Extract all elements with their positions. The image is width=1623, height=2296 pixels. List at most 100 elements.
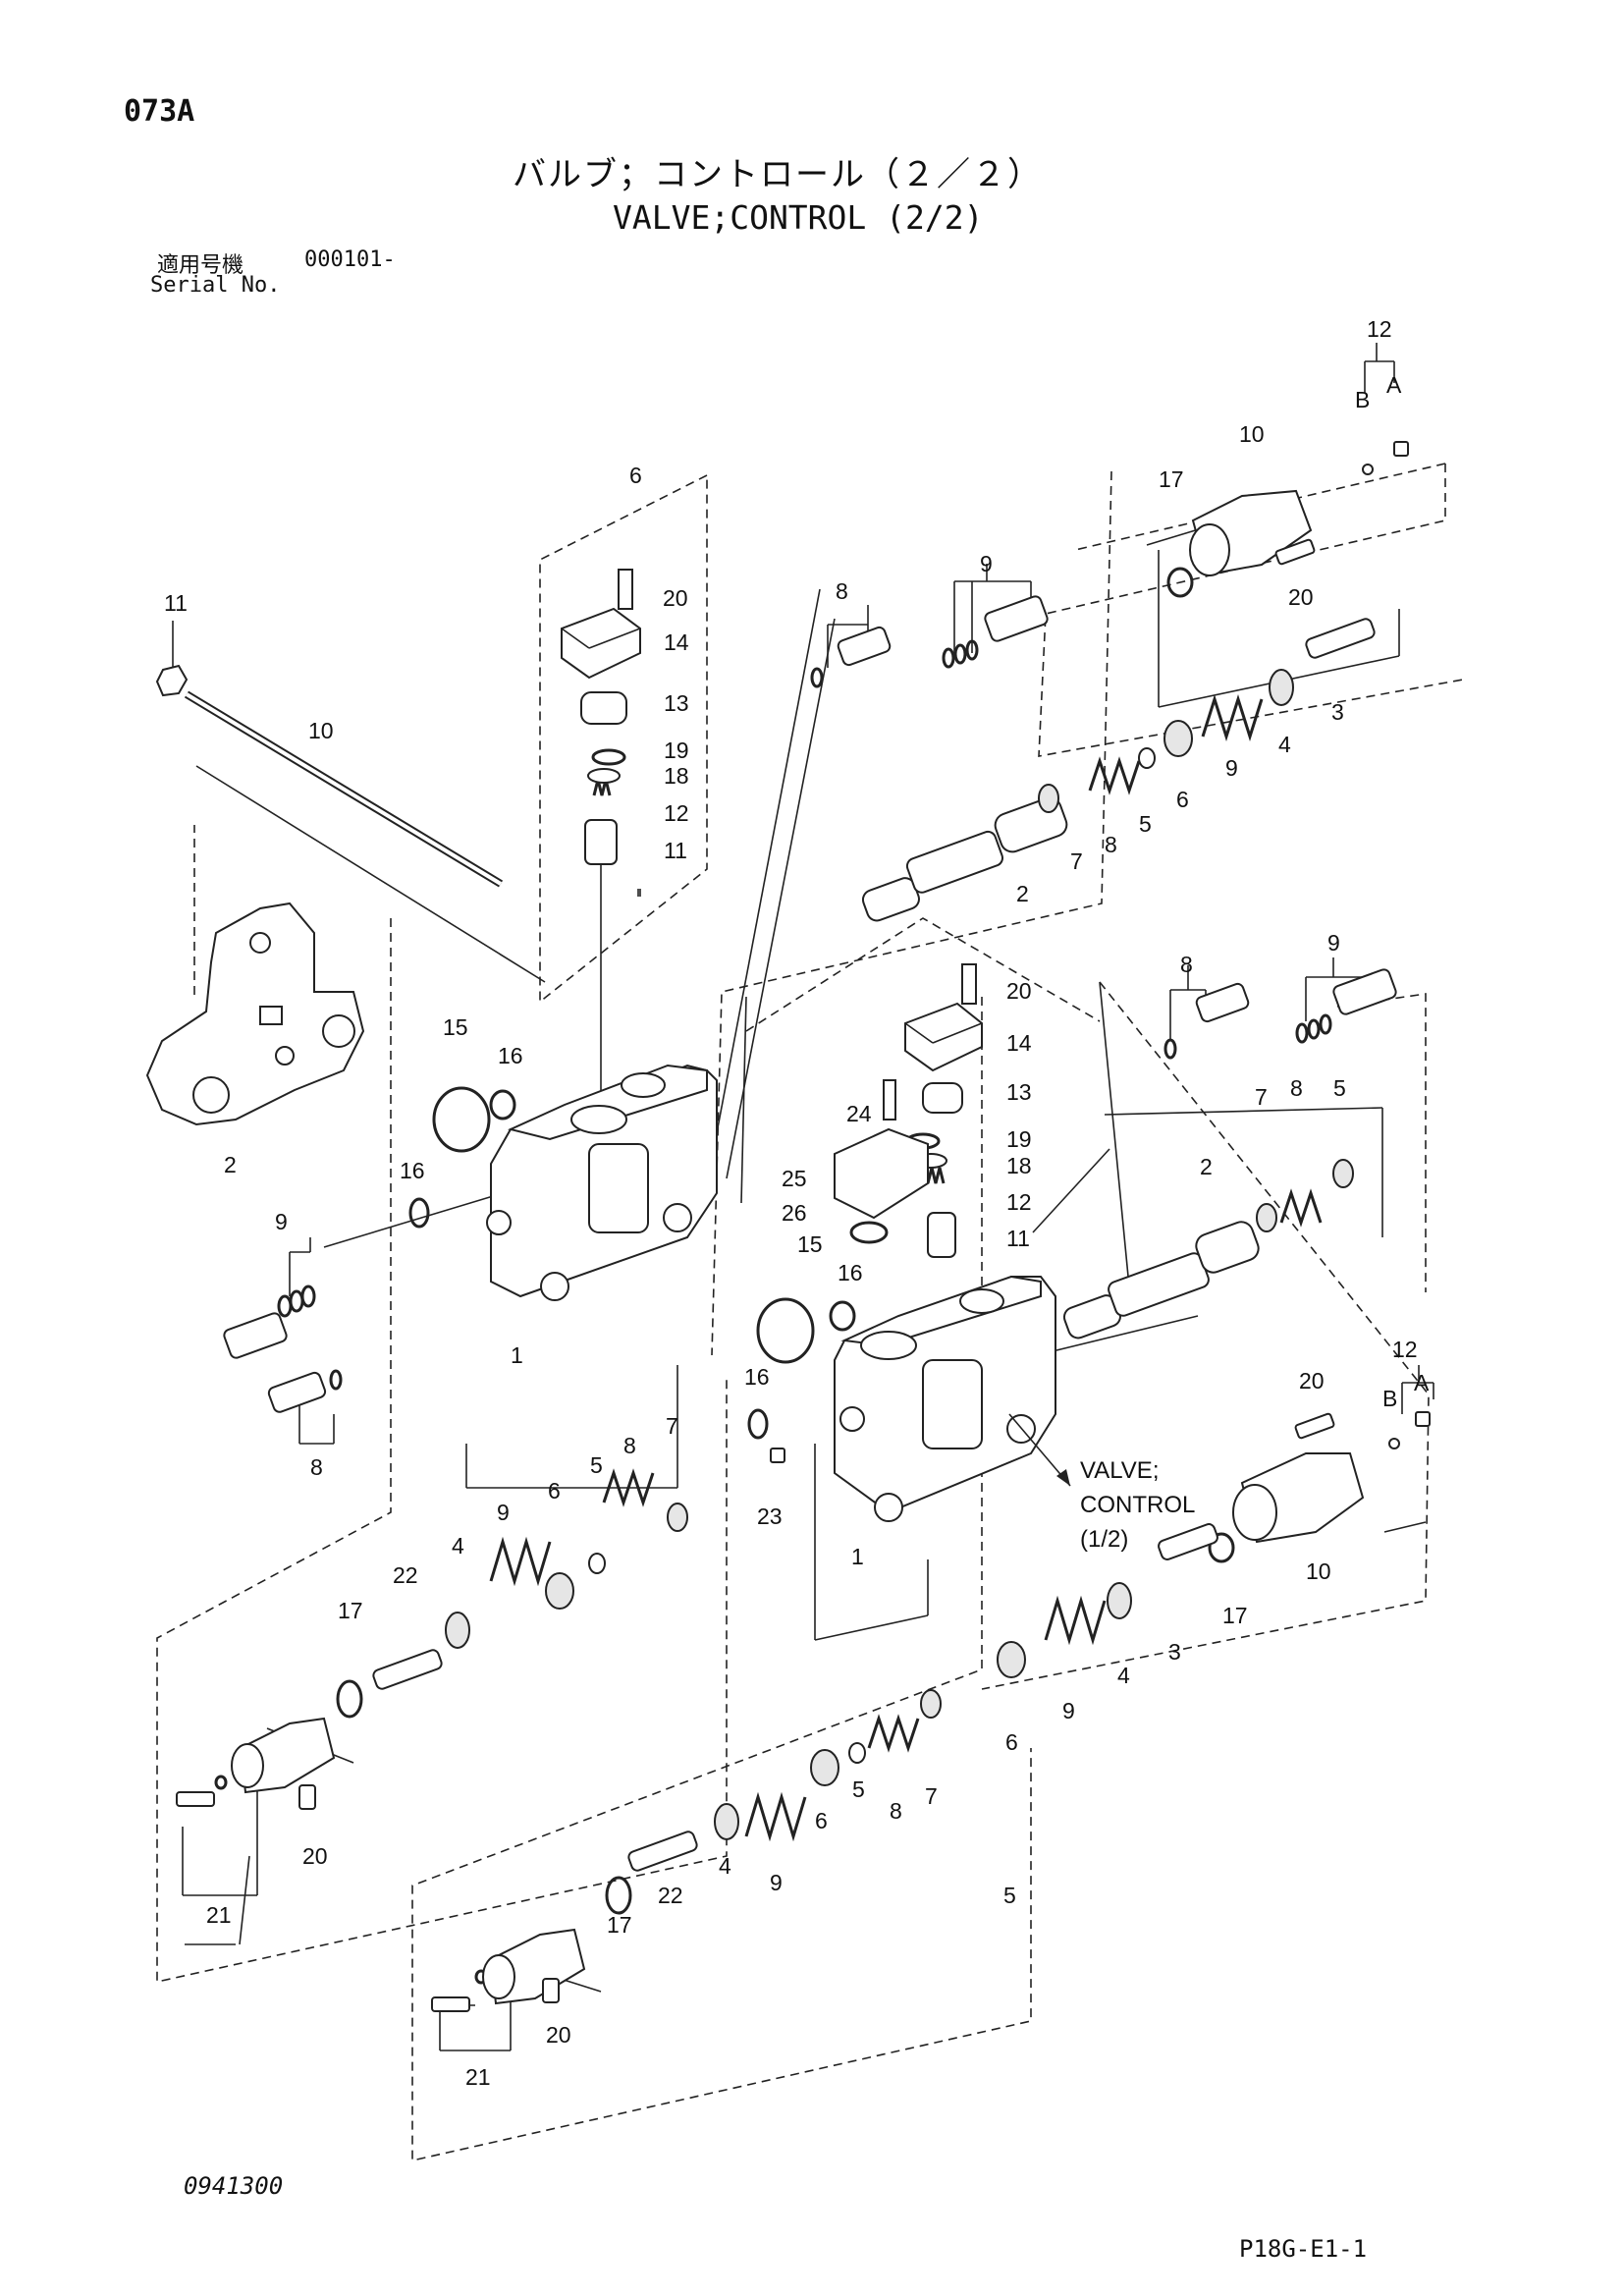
title-english: VALVE;CONTROL (2/2)	[613, 198, 984, 237]
callout-10: 10	[1306, 1558, 1331, 1584]
callout-16: 16	[400, 1158, 425, 1183]
callout-10: 10	[1239, 421, 1265, 447]
callout-8: 8	[1105, 832, 1117, 857]
callout-labels: 11 10 2 6 20 14 13 19 18 12 11 15 16 16 …	[164, 316, 1430, 2090]
callout-12: 12	[1367, 316, 1392, 342]
relief-valves	[223, 595, 1397, 1413]
callout-8: 8	[836, 578, 848, 604]
callout-1: 1	[511, 1342, 523, 1368]
callout-b: B	[1355, 387, 1370, 412]
callout-17: 17	[1159, 466, 1184, 492]
callout-a: A	[1386, 372, 1402, 398]
cross-ref-line-3: (1/2)	[1080, 1526, 1128, 1553]
callout-15: 15	[443, 1014, 468, 1040]
callout-5: 5	[1003, 1883, 1016, 1908]
callout-3: 3	[1331, 699, 1344, 725]
spring-cap-left	[231, 1717, 336, 1794]
callout-5: 5	[852, 1777, 865, 1802]
tie-rod	[184, 690, 504, 888]
callout-7: 7	[925, 1783, 938, 1809]
valve-body-left	[486, 1064, 718, 1301]
callout-4: 4	[1278, 732, 1291, 757]
callout-16: 16	[838, 1260, 863, 1285]
cross-reference-text: VALVE; CONTROL (1/2)	[1080, 1457, 1195, 1553]
callout-5: 5	[590, 1452, 603, 1478]
callout-22: 22	[393, 1562, 418, 1588]
callout-5: 5	[1139, 811, 1152, 837]
callout-16: 16	[498, 1043, 523, 1068]
callout-8: 8	[1180, 952, 1193, 977]
leader-lines	[172, 343, 1434, 2051]
callout-6: 6	[815, 1808, 828, 1833]
cross-ref-line-2: CONTROL	[1080, 1492, 1195, 1518]
callout-4: 4	[719, 1853, 731, 1879]
spool-upper	[861, 796, 1068, 922]
callout-8: 8	[623, 1433, 636, 1458]
spring-cap-right	[1232, 1452, 1365, 1544]
assembly-outline-upper-spool	[711, 463, 1464, 1356]
callout-18: 18	[1006, 1153, 1032, 1178]
callout-8: 8	[310, 1454, 323, 1480]
callout-26: 26	[782, 1200, 807, 1226]
callout-25: 25	[782, 1166, 807, 1191]
springs	[489, 694, 1323, 1842]
callout-19: 19	[664, 738, 689, 763]
callout-19: 19	[1006, 1126, 1032, 1152]
callout-9: 9	[1225, 755, 1238, 781]
valve-body-right	[834, 1275, 1056, 1522]
callout-20: 20	[1288, 584, 1314, 610]
callout-18: 18	[664, 763, 689, 789]
callout-7: 7	[1070, 848, 1083, 874]
callout-4: 4	[452, 1533, 464, 1558]
callout-3: 3	[1168, 1639, 1181, 1665]
page-reference: P18G-E1-1	[1239, 2235, 1368, 2263]
callout-15: 15	[797, 1231, 823, 1257]
callout-11: 11	[164, 590, 188, 616]
callout-8: 8	[1290, 1075, 1303, 1101]
callout-11: 11	[664, 838, 687, 863]
callout-20: 20	[1299, 1368, 1325, 1394]
page-code: 073A	[124, 94, 195, 129]
spring-cap-lower	[482, 1928, 586, 2005]
callout-6: 6	[1176, 787, 1189, 812]
callout-2: 2	[1016, 881, 1029, 906]
callout-21: 21	[465, 2064, 491, 2090]
callout-12: 12	[1006, 1189, 1032, 1215]
callout-10: 10	[308, 718, 334, 743]
callout-21: 21	[206, 1902, 232, 1928]
callout-a: A	[1414, 1370, 1430, 1395]
callout-24: 24	[846, 1101, 872, 1126]
spool-lower	[1062, 1221, 1260, 1339]
serial-number-value: 000101-	[304, 247, 396, 272]
callout-11: 11	[1006, 1226, 1030, 1251]
callout-12: 12	[1392, 1337, 1418, 1362]
callout-13: 13	[1006, 1079, 1032, 1105]
callout-13: 13	[664, 690, 689, 716]
callout-6: 6	[1005, 1729, 1018, 1755]
cover-plate	[834, 1079, 929, 1244]
callout-20: 20	[302, 1843, 328, 1869]
callout-23: 23	[757, 1503, 783, 1529]
callout-12: 12	[664, 800, 689, 826]
serial-label-english: Serial No.	[150, 273, 281, 298]
callout-9: 9	[980, 551, 993, 576]
callout-16: 16	[744, 1364, 770, 1390]
callout-7: 7	[666, 1413, 678, 1439]
cross-reference-arrow	[1008, 1413, 1071, 1487]
title-japanese: バルブ；コントロール（２／２）	[513, 155, 1043, 194]
assembly-outline-left-section	[156, 825, 728, 1983]
callout-9: 9	[770, 1870, 783, 1895]
serial-label-japanese: 適用号機	[157, 253, 244, 278]
callout-9: 9	[275, 1209, 288, 1234]
tie-rod-nut	[155, 664, 189, 697]
bolts	[176, 441, 1431, 2012]
cross-ref-line-1: VALVE;	[1080, 1457, 1159, 1484]
plug-block-upper	[561, 569, 641, 865]
spool-ends	[372, 618, 1376, 1872]
callout-9: 9	[1327, 930, 1340, 956]
callout-14: 14	[1006, 1030, 1032, 1056]
drawing-number: 0941300	[184, 2172, 284, 2200]
callout-22: 22	[658, 1883, 683, 1908]
callout-9: 9	[1062, 1698, 1075, 1723]
